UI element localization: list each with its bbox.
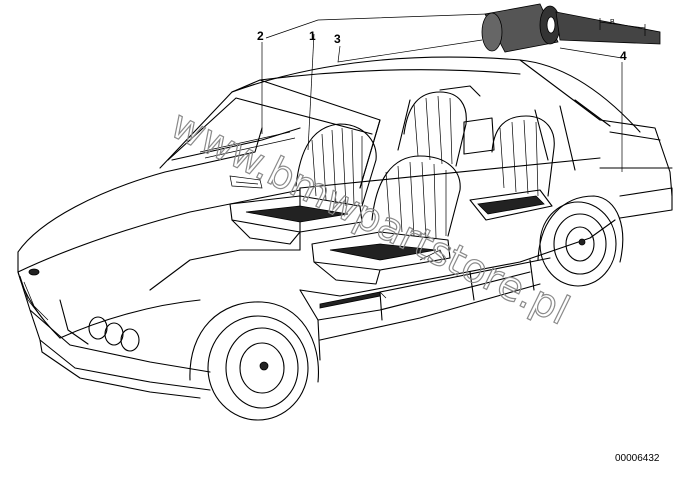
- rear-wheel: [537, 195, 624, 287]
- callout-4: 4: [620, 49, 627, 63]
- dimension-label: B: [610, 19, 615, 26]
- callout-2: 2: [257, 29, 264, 43]
- bmw-logo-icon: [28, 268, 40, 276]
- headlight-right-inner: [120, 328, 140, 352]
- headlight-left-inner: [104, 322, 124, 346]
- front-wheel: [189, 301, 320, 421]
- front-seat-right: [311, 155, 461, 285]
- watermark-text: www.bmwpartstore.pl: [164, 102, 577, 335]
- callout-1: 1: [309, 29, 316, 43]
- car-body: [17, 56, 673, 399]
- carpet-roll: [481, 3, 661, 53]
- drawing-number: 00006432: [615, 453, 660, 464]
- front-seat-left: [229, 123, 377, 245]
- callout-3: 3: [334, 32, 341, 46]
- leader-lines: [261, 13, 623, 299]
- rear-seats: [403, 85, 555, 221]
